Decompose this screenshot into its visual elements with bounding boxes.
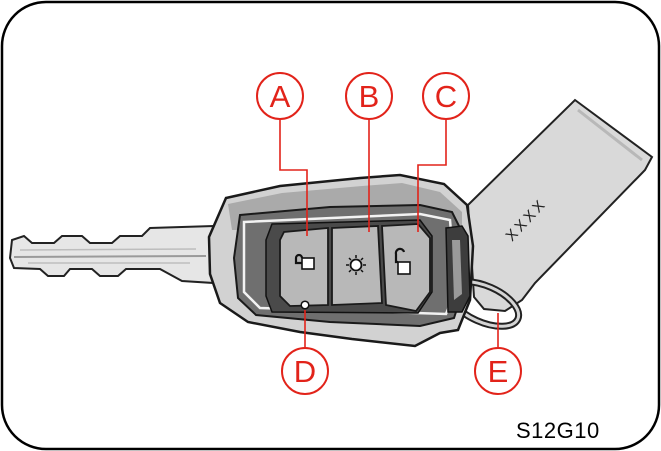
callout-letter-d: D bbox=[294, 354, 316, 389]
callout-e: E bbox=[474, 347, 522, 395]
callout-letter-e: E bbox=[488, 354, 509, 389]
callout-letter-b: B bbox=[359, 79, 380, 114]
indicator-led bbox=[300, 300, 310, 310]
callout-d: D bbox=[281, 347, 329, 395]
key-blade bbox=[8, 224, 215, 285]
key-tag: XXXX bbox=[466, 98, 654, 313]
padlock-open-icon bbox=[394, 247, 411, 275]
light-button[interactable] bbox=[331, 225, 383, 306]
sun-icon bbox=[346, 255, 366, 275]
callout-letter-a: A bbox=[270, 79, 291, 114]
lock-button[interactable] bbox=[279, 227, 329, 307]
unlock-button[interactable] bbox=[381, 223, 431, 312]
figure-code: S12G10 bbox=[516, 418, 600, 443]
padlock-closed-icon bbox=[294, 253, 315, 270]
callout-leaders bbox=[279, 119, 499, 347]
leader-c bbox=[417, 119, 447, 232]
callout-c: C bbox=[422, 72, 470, 120]
leader-a bbox=[279, 119, 308, 236]
callout-letter-c: C bbox=[435, 79, 457, 114]
callout-a: A bbox=[256, 72, 304, 120]
callout-b: B bbox=[345, 72, 393, 120]
